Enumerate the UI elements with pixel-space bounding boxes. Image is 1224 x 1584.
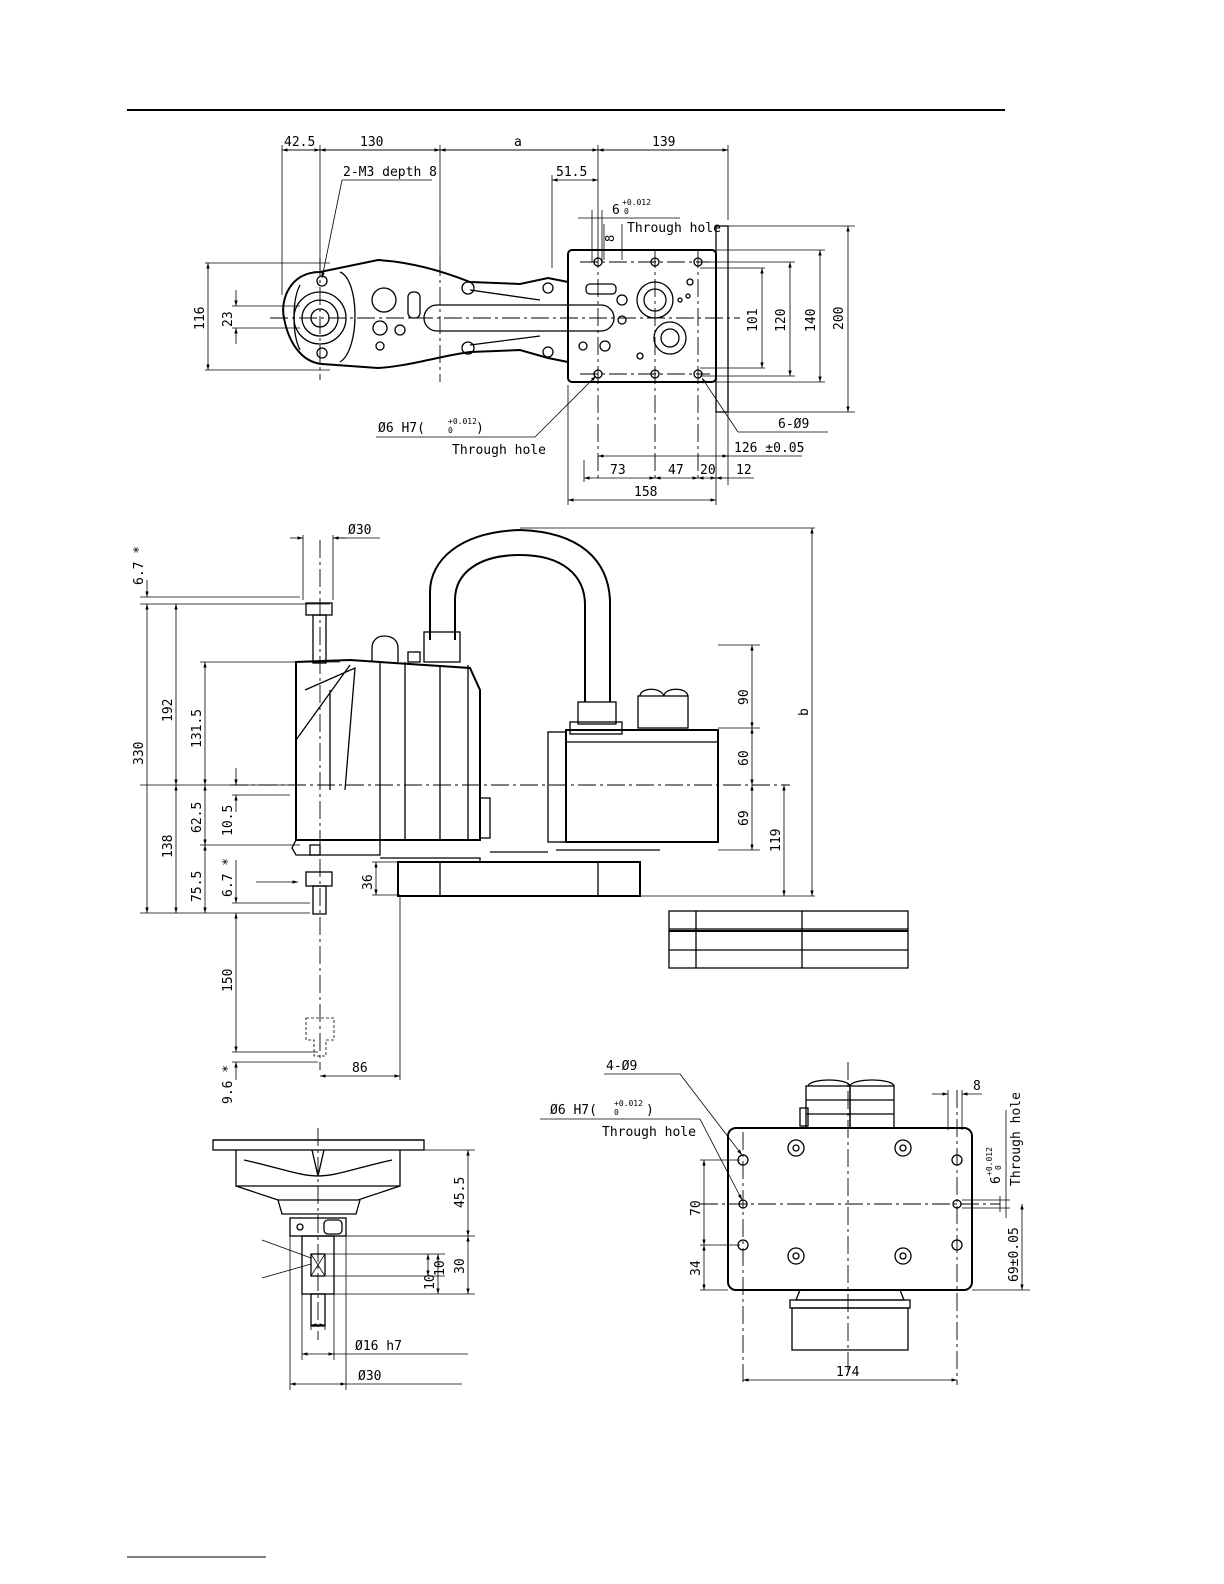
- top-view: 42.5 130 a 139 51.5 2-M3 depth 8 6 +0.01…: [193, 135, 855, 505]
- pin-close: ): [476, 421, 484, 436]
- dim-shaft-d30: Ø30: [348, 523, 371, 538]
- dim-119: 119: [769, 829, 784, 852]
- pin-note: Ø6 H7(: [378, 421, 425, 436]
- dim-23: 23: [221, 311, 236, 327]
- dim-9-6: 9.6 *: [221, 1065, 236, 1104]
- dim-86: 86: [352, 1061, 368, 1076]
- dim-8: 8: [603, 235, 617, 242]
- base-dim-174: 174: [836, 1365, 860, 1380]
- dim-60: 60: [737, 750, 752, 766]
- dim-139: 139: [652, 135, 675, 150]
- dim-200: 200: [832, 307, 847, 330]
- base-tol-6: 6: [989, 1176, 1004, 1184]
- base-through-hole: Through hole: [1009, 1092, 1024, 1186]
- dim-75-5: 75.5: [190, 871, 205, 902]
- base-holes-note: 4-Ø9: [606, 1059, 637, 1074]
- dim-158: 158: [634, 485, 657, 500]
- dim-42-5: 42.5: [284, 135, 315, 150]
- dim-d16: Ø16 h7: [355, 1339, 402, 1354]
- pin-tol-upper: +0.012: [448, 417, 477, 426]
- dim-36: 36: [361, 874, 376, 890]
- dim-130: 130: [360, 135, 383, 150]
- dim-138: 138: [161, 835, 176, 858]
- base-pin-close: ): [646, 1103, 654, 1118]
- base-dim-70: 70: [689, 1200, 704, 1216]
- dimension-table: [668, 910, 909, 969]
- dim-30: 30: [453, 1258, 468, 1274]
- dim-120: 120: [774, 309, 789, 332]
- tol-6: 6: [612, 203, 620, 218]
- tol-lower: 0: [624, 207, 629, 216]
- dim-45-5: 45.5: [453, 1177, 468, 1208]
- pin-tol-lower: 0: [448, 426, 453, 435]
- base-dim-8: 8: [973, 1079, 981, 1094]
- base-pin-tol-lower: 0: [614, 1108, 619, 1117]
- dim-10b: 10: [433, 1260, 448, 1276]
- base-pin-note: Ø6 H7(: [550, 1103, 597, 1118]
- dim-69: 69: [737, 810, 752, 826]
- dim-62-5: 62.5: [190, 802, 205, 833]
- dim-126: 126 ±0.05: [734, 441, 804, 456]
- dim-131-5: 131.5: [190, 709, 205, 748]
- dim-6-7-top: 6.7 *: [132, 546, 147, 585]
- through-hole-label: Through hole: [627, 221, 721, 236]
- side-view: Ø30 6.7 * 330 192 131.5 138 62.5 10.5 75…: [132, 523, 909, 1104]
- base-pin-tol-upper: +0.012: [614, 1099, 643, 1108]
- holes-note-6: 6-Ø9: [778, 417, 809, 432]
- pin-through: Through hole: [452, 443, 546, 458]
- base-pin-through: Through hole: [602, 1125, 696, 1140]
- dim-10-5: 10.5: [221, 805, 236, 836]
- dim-192: 192: [161, 699, 176, 722]
- dim-101: 101: [746, 309, 761, 332]
- dim-150: 150: [221, 969, 236, 992]
- base-dim-34: 34: [689, 1260, 704, 1276]
- dim-b: b: [797, 708, 812, 716]
- m3-note: 2-M3 depth 8: [343, 165, 437, 180]
- dim-47: 47: [668, 463, 684, 478]
- base-view: 4-Ø9 Ø6 H7( +0.012 0 ) Through hole 8 6 …: [540, 1059, 1030, 1385]
- base-tol-upper: +0.012: [985, 1147, 994, 1176]
- dim-90: 90: [737, 689, 752, 705]
- base-tol-lower: 0: [994, 1165, 1003, 1170]
- dim-10a: 10: [423, 1274, 438, 1290]
- dim-116: 116: [193, 307, 208, 330]
- dim-6-7-mid: 6.7 *: [221, 858, 236, 897]
- base-dim-69: 69±0.05: [1007, 1227, 1022, 1282]
- dim-20: 20: [700, 463, 716, 478]
- dim-12: 12: [736, 463, 752, 478]
- dim-140: 140: [804, 309, 819, 332]
- dim-73: 73: [610, 463, 626, 478]
- tol-upper: +0.012: [622, 198, 651, 207]
- dim-a: a: [514, 135, 522, 150]
- detail-view: 45.5 30 10 10 Ø16 h7 Ø30: [212, 1128, 475, 1390]
- dim-330: 330: [132, 742, 147, 765]
- dim-detail-d30: Ø30: [358, 1369, 381, 1384]
- dim-51-5: 51.5: [556, 165, 587, 180]
